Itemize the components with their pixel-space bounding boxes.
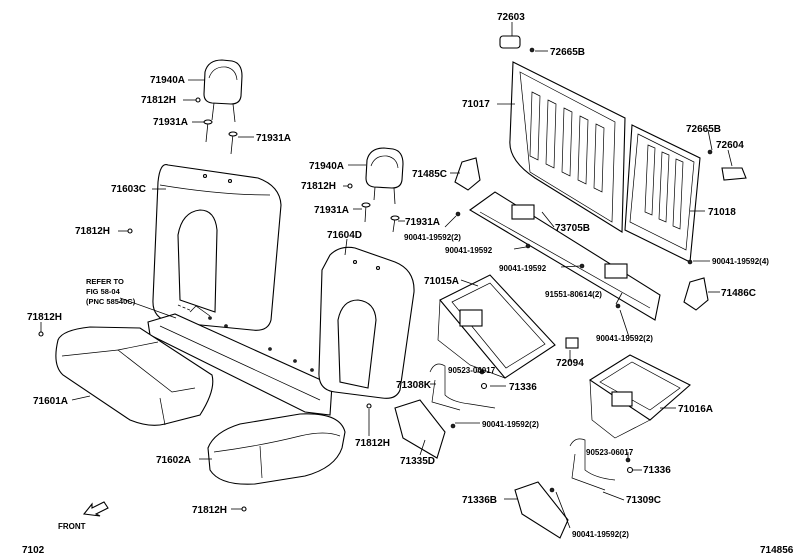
label-71485c: 71485C xyxy=(412,169,447,180)
label-71336-1: 71336 xyxy=(509,382,537,393)
label-71308k: 71308K xyxy=(396,380,432,391)
label-90041-1: 90041-19592(2) xyxy=(404,233,461,242)
refer-note-line-2: FIG 58-04 xyxy=(86,287,121,296)
back-frame-left-drawing xyxy=(509,61,626,233)
part-labels: 72603 72665B 71940A 71812H 71931A 71931A… xyxy=(27,12,769,539)
label-72665b-top: 72665B xyxy=(550,47,585,58)
label-90523-1: 90523-06017 xyxy=(448,366,496,375)
label-72094: 72094 xyxy=(556,358,584,369)
label-72604: 72604 xyxy=(716,140,744,151)
refer-note-line-1: REFER TO xyxy=(86,277,124,286)
label-90041-6: 90041-19592(2) xyxy=(482,420,539,429)
label-71602a: 71602A xyxy=(156,455,191,466)
label-72603: 72603 xyxy=(497,12,525,23)
label-71940a-mid: 71940A xyxy=(309,161,344,172)
label-71931a-4: 71931A xyxy=(405,217,440,228)
hooks-and-covers-drawing xyxy=(394,363,634,539)
headrest-left-drawing xyxy=(195,59,243,155)
label-71015a: 71015A xyxy=(424,276,459,287)
label-71601a: 71601A xyxy=(33,396,68,407)
label-71486c: 71486C xyxy=(721,288,756,299)
seat-cushion-left-drawing xyxy=(55,326,214,426)
seat-frame-right-drawing xyxy=(588,354,691,439)
seat-rail-assembly-drawing xyxy=(455,191,693,321)
seat-cushion-right-drawing xyxy=(207,413,346,485)
label-90041-5: 90041-19592(2) xyxy=(596,334,653,343)
figure-number: 7102 xyxy=(22,545,45,556)
label-91551: 91551-80614(2) xyxy=(545,290,602,299)
label-71931a-3: 71931A xyxy=(314,205,349,216)
seat-frame-left-drawing xyxy=(437,274,579,379)
label-71931a-1: 71931A xyxy=(153,117,188,128)
leader-lines xyxy=(40,22,733,529)
refer-note: REFER TO FIG 58-04 (PNC 58540C) xyxy=(86,277,136,306)
label-90041-2: 90041-19592 xyxy=(445,246,493,255)
label-71812h-3: 71812H xyxy=(75,226,110,237)
label-71017: 71017 xyxy=(462,99,490,110)
label-90041-4: 90041-19592(4) xyxy=(712,257,769,266)
label-71812h-6: 71812H xyxy=(192,505,227,516)
back-frame-right-drawing xyxy=(624,124,701,263)
label-71940a-left: 71940A xyxy=(150,75,185,86)
front-label: FRONT xyxy=(58,522,86,531)
headrest-middle-drawing xyxy=(347,147,404,233)
label-71309c: 71309C xyxy=(626,495,661,506)
label-71603c: 71603C xyxy=(111,184,146,195)
label-71931a-2: 71931A xyxy=(256,133,291,144)
label-71812h-4: 71812H xyxy=(27,312,62,323)
label-90523-2: 90523-06017 xyxy=(586,448,634,457)
seatback-middle-drawing xyxy=(318,246,415,399)
label-90041-7: 90041-19592(2) xyxy=(572,530,629,539)
illustration-id: 714856 xyxy=(760,545,794,556)
front-arrow-icon xyxy=(82,501,109,517)
refer-note-line-3: (PNC 58540C) xyxy=(86,297,136,306)
label-71336-2: 71336 xyxy=(643,465,671,476)
label-71812h-1: 71812H xyxy=(141,95,176,106)
label-71812h-5: 71812H xyxy=(355,438,390,449)
label-73705b: 73705B xyxy=(555,223,590,234)
label-71016a: 71016A xyxy=(678,404,713,415)
label-71018: 71018 xyxy=(708,207,736,218)
label-90041-3: 90041-19592 xyxy=(499,264,547,273)
label-71604d: 71604D xyxy=(327,230,362,241)
hinge-brackets-drawing xyxy=(454,157,709,311)
seatback-left-drawing xyxy=(152,164,282,331)
label-71812h-2: 71812H xyxy=(301,181,336,192)
label-72665b-right: 72665B xyxy=(686,124,721,135)
label-71336b: 71336B xyxy=(462,495,497,506)
label-71335d: 71335D xyxy=(400,456,435,467)
latch-parts-drawing xyxy=(499,35,747,181)
front-direction-indicator: FRONT xyxy=(58,501,109,531)
